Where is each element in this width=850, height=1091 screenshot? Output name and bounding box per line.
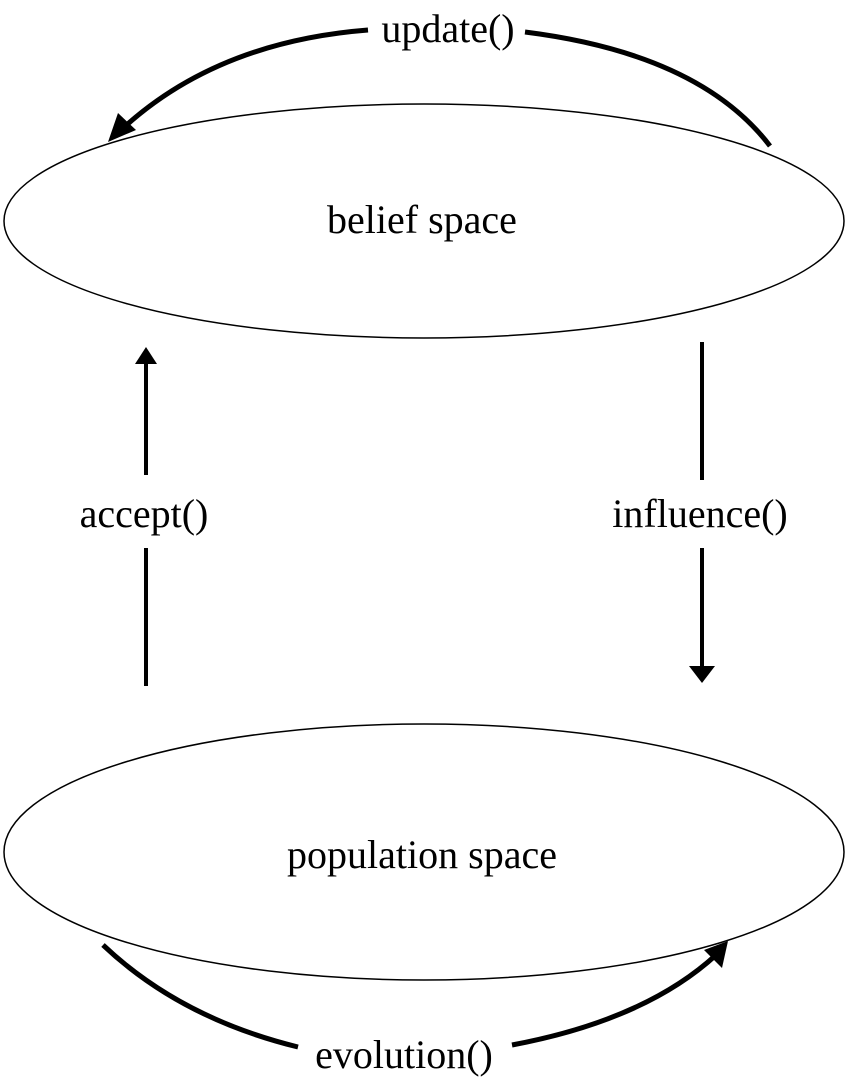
population-space-label: population space [287, 832, 557, 877]
belief-space-ellipse [3, 103, 845, 339]
accept-label: accept() [80, 491, 209, 536]
evolution-arrow-left [101, 943, 299, 1050]
influence-arrowhead [689, 666, 715, 683]
evolution-arrow-right [511, 953, 718, 1048]
population-space-ellipse [3, 723, 845, 981]
evolution-label: evolution() [315, 1032, 493, 1077]
update-arrowhead [108, 113, 136, 142]
evolution-arrowhead [704, 941, 728, 968]
belief-space-node: belief space [3, 103, 845, 339]
accept-edge: accept() [80, 347, 209, 686]
population-space-node: population space [3, 723, 845, 981]
update-label: update() [381, 6, 514, 51]
update-arrow [524, 29, 772, 148]
update-arrow-tail [118, 27, 369, 133]
influence-label: influence() [612, 491, 787, 536]
belief-space-label: belief space [327, 197, 517, 242]
influence-edge: influence() [612, 342, 788, 683]
accept-arrowhead [135, 347, 157, 364]
evolution-edge: evolution() [101, 941, 728, 1077]
update-edge: update() [108, 6, 772, 148]
